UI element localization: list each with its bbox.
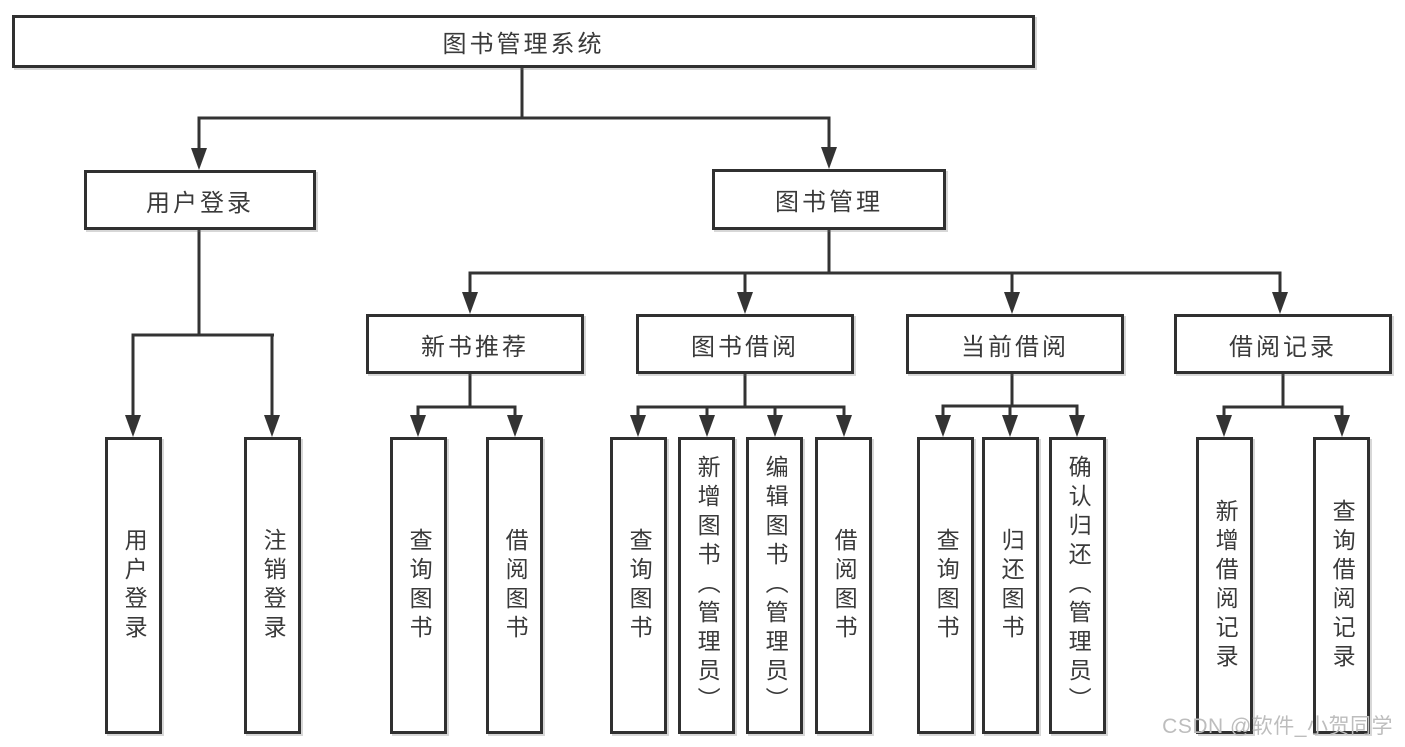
leaf-label: 借阅图书: [831, 527, 858, 644]
leaf-label: 借阅图书: [502, 527, 529, 644]
node-leaf-add-book-admin: 新增图书（管理员）: [678, 437, 735, 734]
node-current-borrow: 当前借阅: [906, 314, 1124, 374]
node-leaf-borrow-book: 借阅图书: [486, 437, 543, 734]
node-book-borrow: 图书借阅: [636, 314, 854, 374]
node-leaf-query-book: 查询图书: [917, 437, 974, 734]
leaf-label: 用户登录: [121, 527, 148, 644]
node-leaf-borrow-book: 借阅图书: [815, 437, 872, 734]
connector-record-to-leaves: [1216, 374, 1350, 437]
connector-borrow-to-leaves: [630, 374, 852, 437]
connector-bookmgmt-to-level3: [462, 230, 1288, 314]
leaf-label: 新增借阅记录: [1212, 498, 1239, 673]
leaf-label: 查询图书: [406, 527, 433, 644]
connector-userlogin-to-leaves: [125, 230, 280, 437]
leaf-label: 新增图书（管理员）: [694, 455, 721, 716]
node-leaf-query-borrow-record: 查询借阅记录: [1313, 437, 1370, 734]
node-user-login: 用户登录: [84, 170, 316, 230]
csdn-watermark: CSDN @软件_小贺同学: [1162, 715, 1393, 738]
leaf-label: 注销登录: [260, 527, 287, 644]
node-borrow-record: 借阅记录: [1174, 314, 1392, 374]
node-leaf-confirm-return-admin: 确认归还（管理员）: [1049, 437, 1106, 734]
leaf-label: 编辑图书（管理员）: [762, 455, 789, 716]
connector-current-to-leaves: [935, 374, 1085, 437]
node-leaf-return-book: 归还图书: [982, 437, 1039, 734]
node-leaf-query-book: 查询图书: [390, 437, 447, 734]
connector-root-to-level2: [191, 68, 837, 170]
node-book-management: 图书管理: [712, 169, 946, 230]
leaf-label: 查询借阅记录: [1329, 498, 1356, 673]
leaf-label: 查询图书: [933, 527, 960, 644]
node-leaf-add-borrow-record: 新增借阅记录: [1196, 437, 1253, 734]
node-new-book-recommend: 新书推荐: [366, 314, 584, 374]
node-leaf-user-login: 用户登录: [105, 437, 162, 734]
node-leaf-edit-book-admin: 编辑图书（管理员）: [746, 437, 803, 734]
leaf-label: 确认归还（管理员）: [1065, 455, 1092, 716]
connector-newbook-to-leaves: [410, 374, 523, 437]
leaf-label: 查询图书: [626, 527, 653, 644]
node-root-system: 图书管理系统: [12, 15, 1035, 68]
node-leaf-logout: 注销登录: [244, 437, 301, 734]
node-leaf-query-book: 查询图书: [610, 437, 667, 734]
leaf-label: 归还图书: [998, 527, 1025, 644]
